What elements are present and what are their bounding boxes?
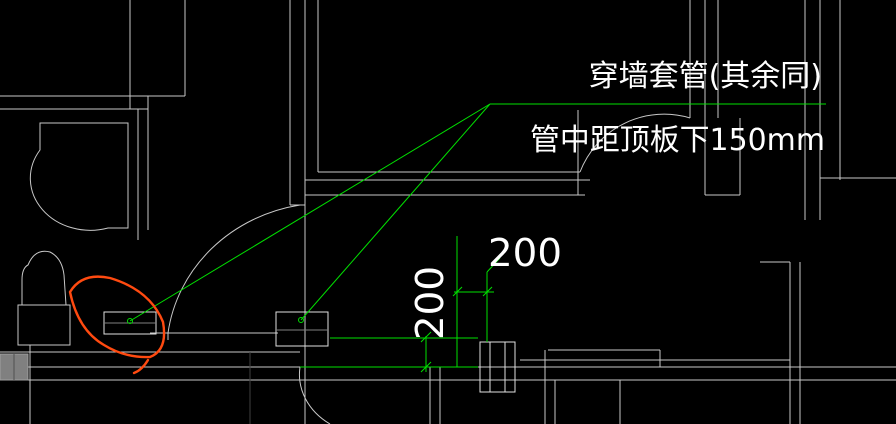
left-edge-tag (0, 353, 29, 381)
wall-sleeve-center[interactable] (275, 311, 329, 347)
leader-layer (129, 103, 826, 373)
wall-sleeve-left[interactable] (103, 311, 157, 335)
right-walls (760, 0, 896, 424)
vertical-dimension (300, 331, 478, 373)
wall-sleeves (103, 311, 516, 393)
lower-right-walls (249, 349, 790, 424)
pipe-riser[interactable] (479, 341, 516, 393)
vertical-dimension-label: 200 (408, 266, 452, 340)
annotation-text: 穿墙套管(其余同) 管中距顶板下150mm (530, 59, 825, 158)
horizontal-dimension (452, 236, 501, 367)
upper-room-outline (305, 0, 741, 196)
annotation-line-2: 管中距顶板下150mm (530, 123, 825, 158)
horizontal-dimension-label: 200 (488, 231, 562, 275)
door-swing (167, 204, 331, 424)
toilet-fixture-lower (17, 250, 71, 424)
dimension-labels: 200 200 (408, 231, 562, 340)
annotation-leader (129, 103, 826, 322)
annotation-line-1: 穿墙套管(其余同) (589, 59, 822, 94)
toilet-fixture-upper (29, 122, 129, 231)
upper-left-wall (0, 0, 186, 240)
central-wall (289, 0, 306, 424)
markup-circle (68, 275, 166, 375)
